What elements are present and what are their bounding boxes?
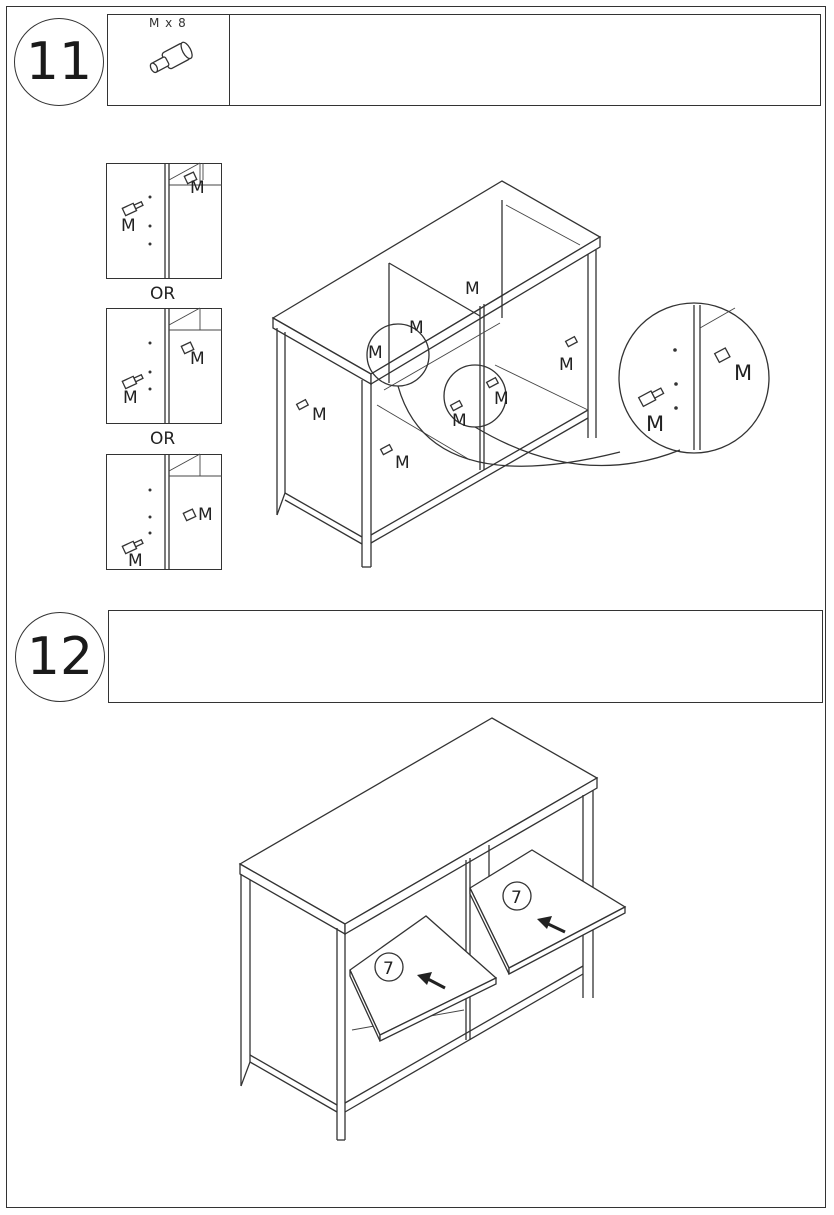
part-label-7: 7 — [383, 959, 394, 979]
or-label-2: OR — [150, 429, 176, 449]
page-frame — [6, 6, 826, 1208]
part-7-badge-right — [502, 881, 532, 911]
part-label-m: M — [646, 412, 664, 436]
part-7-badge-left — [374, 952, 404, 982]
step-12-number: 12 — [15, 612, 105, 702]
hardware-label: M x 8 — [149, 16, 187, 30]
part-label-m: M — [734, 361, 752, 385]
step-11-number: 11 — [14, 18, 104, 106]
part-label-m: M — [368, 343, 383, 363]
step-12-instruction-box — [108, 610, 823, 703]
step-11-instruction-box — [229, 14, 821, 106]
inset-3-detail — [121, 453, 222, 570]
part-label-m: M — [494, 389, 509, 409]
cabinet-part-labels: M M M M M M M M M M — [312, 279, 752, 473]
cabinet-step-11 — [271, 180, 770, 568]
inset-2-detail — [121, 307, 222, 424]
part-label-m: M — [452, 411, 467, 431]
inset-labels: M M M M M M — [121, 178, 213, 571]
part-label-m: M — [198, 505, 213, 525]
part-label-m: M — [121, 216, 136, 236]
part-label-m: M — [123, 388, 138, 408]
part-label-7: 7 — [511, 888, 522, 908]
part-label-m: M — [128, 551, 143, 571]
part-label-m: M — [190, 178, 205, 198]
inset-1-detail — [121, 162, 222, 279]
arrow-icon — [537, 916, 566, 934]
arrow-icon — [417, 972, 446, 990]
detail-inset-2 — [106, 308, 222, 424]
part-label-m: M — [395, 453, 410, 473]
part-label-m: M — [312, 405, 327, 425]
bolt-icon — [149, 41, 193, 74]
part-label-m: M — [409, 318, 424, 338]
detail-inset-1 — [106, 163, 222, 279]
part-label-m: M — [465, 279, 480, 299]
hardware-box: M x 8 — [107, 14, 231, 106]
shelf-right — [469, 849, 627, 976]
part-label-m: M — [190, 349, 205, 369]
or-label-1: OR — [150, 284, 176, 304]
part-label-m: M — [559, 355, 574, 375]
detail-inset-3 — [106, 454, 222, 570]
